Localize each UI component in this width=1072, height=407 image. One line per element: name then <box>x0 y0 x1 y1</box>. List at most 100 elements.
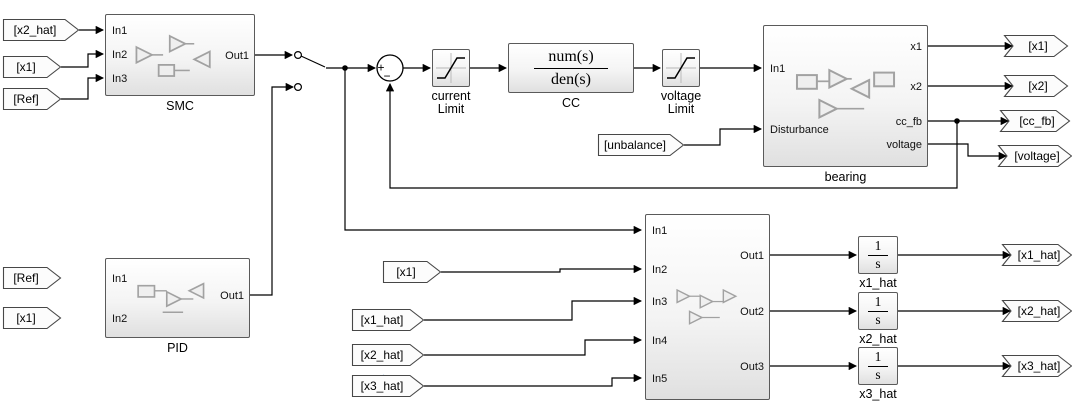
from-tag-x1-pid[interactable]: [x1] <box>2 306 62 330</box>
int2-numerator: 1 <box>867 294 889 312</box>
wire-control-to-observer-in1[interactable] <box>344 68 643 235</box>
goto-tag-x2[interactable]: [x2] <box>1003 74 1069 98</box>
bearing-port-disturbance: Disturbance <box>770 124 829 136</box>
goto-tag-x3hat[interactable]: [x3_hat] <box>1001 354 1072 378</box>
goto-tag-ccfb[interactable]: [cc_fb] <box>999 109 1071 133</box>
bearing-subsystem-block[interactable]: In1 Disturbance x1 x2 cc_fb voltage <box>763 25 928 167</box>
manual-switch-port-top[interactable] <box>294 50 303 59</box>
saturation-icon <box>666 53 696 83</box>
tag-label: [x3_hat] <box>361 379 404 393</box>
tag-label: [x1_hat] <box>361 313 404 327</box>
smc-port-in3: In3 <box>112 73 128 85</box>
from-tag-x2hat[interactable]: [x2_hat] <box>2 18 80 42</box>
cc-fraction: num(s) den(s) <box>509 44 633 92</box>
from-tag-ref-smc[interactable]: [Ref] <box>2 87 62 111</box>
wire-x3hat-to-observer-in5[interactable] <box>424 373 643 387</box>
from-tag-x1hat-observer[interactable]: [x1_hat] <box>351 308 425 332</box>
from-tag-x2hat-observer[interactable]: [x2_hat] <box>351 343 425 367</box>
bearing-port-voltage: voltage <box>886 139 922 151</box>
tag-shape <box>351 343 425 367</box>
current-limit-saturation-block[interactable] <box>432 49 470 87</box>
from-tag-x1-observer[interactable]: [x1] <box>382 260 442 284</box>
tag-label: [x1] <box>1028 39 1047 53</box>
int3-numerator: 1 <box>867 349 889 367</box>
tag-label: [voltage] <box>1014 149 1059 163</box>
cc-denominator: den(s) <box>551 70 591 88</box>
bearing-port-ccfb: cc_fb <box>895 116 922 128</box>
goto-tag-x1hat[interactable]: [x1_hat] <box>1001 243 1072 267</box>
wire-ref-to-smc-in3[interactable] <box>61 73 105 100</box>
observer-port-in3: In3 <box>652 296 668 308</box>
tag-label: [x1] <box>16 60 35 74</box>
wire-unbalance-to-disturbance[interactable] <box>684 124 763 146</box>
tag-shape <box>1001 299 1072 323</box>
smc-port-out1: Out1 <box>225 50 249 62</box>
smc-port-in2: In2 <box>112 49 128 61</box>
tag-shape <box>2 306 62 330</box>
sum-minus-sign: − <box>383 69 390 83</box>
integrator-x3hat-block[interactable]: 1 s <box>858 347 898 385</box>
tag-label: [x2_hat] <box>361 348 404 362</box>
int1-numerator: 1 <box>867 238 889 256</box>
saturation-icon <box>436 53 466 83</box>
bearing-preview-icon <box>795 68 896 120</box>
pid-port-in2: In2 <box>112 313 128 325</box>
current-limit-block-name: current Limit <box>412 90 490 116</box>
tag-label: [x2] <box>1028 79 1047 93</box>
voltage-limit-block-name: voltage Limit <box>642 90 720 116</box>
tag-shape <box>597 133 685 157</box>
int3-denominator: s <box>875 367 881 382</box>
voltage-limit-saturation-block[interactable] <box>662 49 700 87</box>
tag-label: [x3_hat] <box>1018 359 1061 373</box>
integrator-x1hat-name: x1_hat <box>859 276 897 290</box>
wire-pid-out-to-switch[interactable] <box>250 82 295 296</box>
bearing-port-in1: In1 <box>770 63 786 75</box>
integrator-fraction: 1 s <box>859 348 897 384</box>
observer-subsystem-block[interactable]: In1 In2 In3 In4 In5 Out1 Out2 Out3 <box>645 214 770 400</box>
bearing-port-x2: x2 <box>910 81 922 93</box>
sum-plus-sign: + <box>377 61 384 75</box>
from-tag-unbalance[interactable]: [unbalance] <box>597 133 685 157</box>
tag-label: [Ref] <box>13 271 38 285</box>
observer-port-in5: In5 <box>652 373 668 385</box>
tag-shape <box>351 374 425 398</box>
tag-label: [unbalance] <box>604 138 666 152</box>
integrator-x2hat-name: x2_hat <box>859 332 897 346</box>
integrator-x3hat-name: x3_hat <box>859 387 897 401</box>
observer-preview-icon <box>676 288 738 325</box>
integrator-x1hat-block[interactable]: 1 s <box>858 236 898 274</box>
pid-preview-icon <box>137 282 205 313</box>
tag-shape <box>1001 243 1072 267</box>
manual-switch-port-bottom[interactable] <box>294 82 303 91</box>
wire-x1hat-to-observer-in3[interactable] <box>424 296 643 321</box>
wire-bearing-voltage-out[interactable] <box>928 143 1008 161</box>
integrator-x2hat-block[interactable]: 1 s <box>858 292 898 330</box>
tag-shape <box>382 260 442 284</box>
smc-subsystem-block[interactable]: In1 In2 In3 Out1 <box>105 14 255 96</box>
tag-shape <box>2 266 62 290</box>
cc-block-name: CC <box>561 96 581 110</box>
bearing-port-x1: x1 <box>910 41 922 53</box>
smc-port-in1: In1 <box>112 25 128 37</box>
tag-shape <box>997 144 1072 168</box>
cc-transfer-fcn-block[interactable]: num(s) den(s) <box>508 43 634 93</box>
tag-shape <box>2 55 62 79</box>
from-tag-ref-pid[interactable]: [Ref] <box>2 266 62 290</box>
wire-x2hat-to-observer-in4[interactable] <box>424 335 643 356</box>
wire-ccfb-feedback-to-sum[interactable] <box>385 82 958 189</box>
goto-tag-x2hat[interactable]: [x2_hat] <box>1001 299 1072 323</box>
wire-x1-to-observer-in2[interactable] <box>441 264 643 274</box>
pid-subsystem-block[interactable]: In1 In2 Out1 <box>105 258 250 338</box>
from-tag-x3hat-observer[interactable]: [x3_hat] <box>351 374 425 398</box>
tag-label: [cc_fb] <box>1019 114 1054 128</box>
from-tag-x1-smc[interactable]: [x1] <box>2 55 62 79</box>
goto-tag-voltage[interactable]: [voltage] <box>997 144 1072 168</box>
tag-shape <box>2 18 80 42</box>
pid-port-in1: In1 <box>112 273 128 285</box>
manual-switch-lever[interactable] <box>300 55 326 68</box>
goto-tag-x1[interactable]: [x1] <box>1003 34 1069 58</box>
observer-port-out1: Out1 <box>740 250 764 262</box>
cc-numerator: num(s) <box>534 48 608 69</box>
wire-x1-to-smc-in2[interactable] <box>61 49 105 68</box>
